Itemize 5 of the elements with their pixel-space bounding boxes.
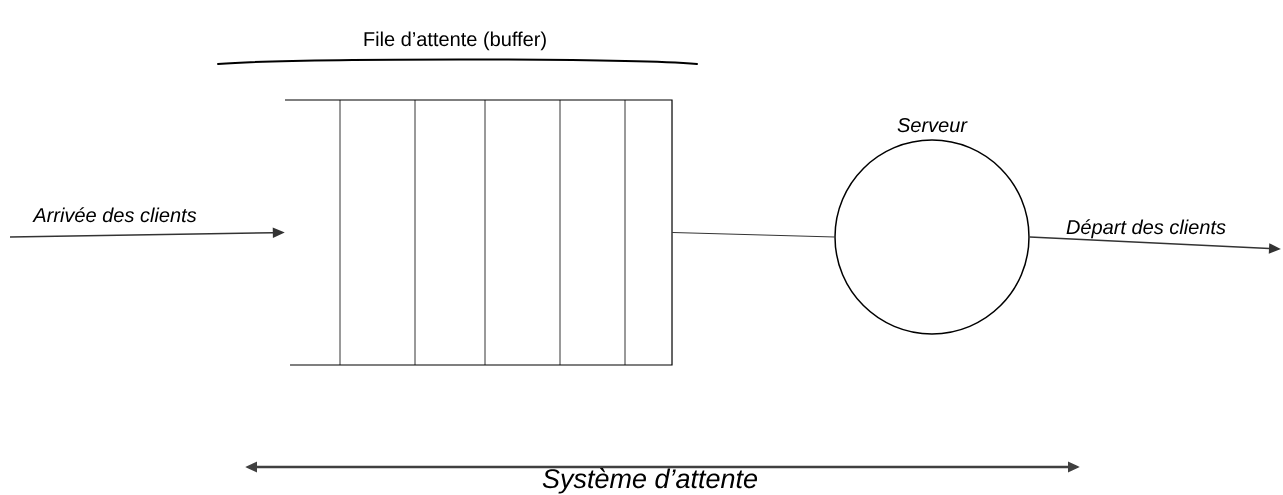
edge-label: Départ des clients	[1066, 219, 1226, 239]
queue-heading: File d’attente (buffer)	[364, 31, 546, 51]
span-label: Système d’attente	[542, 468, 758, 494]
server-heading: Serveur	[897, 118, 968, 133]
edge-label: Arrivée des clients	[32, 207, 197, 223]
